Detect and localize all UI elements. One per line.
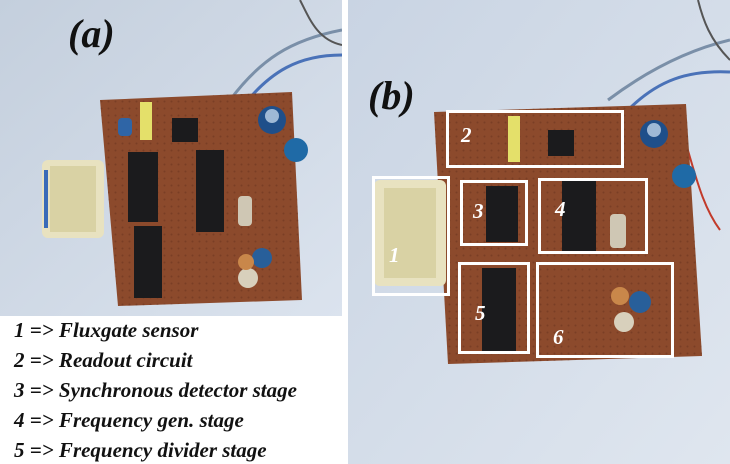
- region-box-6: 6: [536, 262, 674, 358]
- region-box-3: 3: [460, 180, 528, 246]
- panel-b-label: (b): [368, 73, 415, 118]
- region-number-5: 5: [475, 301, 486, 325]
- legend-item-3: 3 => Synchronous detector stage: [14, 378, 297, 402]
- region-box-5: 5: [458, 262, 530, 354]
- region-box-4: 4: [538, 178, 648, 254]
- region-box-1: 1: [372, 176, 450, 296]
- legend-item-4: 4 => Frequency gen. stage: [14, 408, 244, 432]
- board-photo-a: [0, 0, 342, 316]
- region-number-3: 3: [473, 199, 484, 223]
- legend-item-2: 2 => Readout circuit: [14, 348, 193, 372]
- region-number-6: 6: [553, 325, 564, 349]
- region-number-1: 1: [389, 243, 400, 267]
- legend-item-1: 1 => Fluxgate sensor: [14, 318, 199, 342]
- panel-a-label: (a): [68, 11, 115, 56]
- region-number-4: 4: [555, 197, 566, 221]
- photo-panel-a: (a): [0, 0, 342, 316]
- region-number-2: 2: [461, 123, 472, 147]
- board-photo-b: [348, 0, 730, 464]
- photo-panel-b: (b) 1 2 3 4 5 6: [348, 0, 730, 464]
- legend: 1 => Fluxgate sensor 2 => Readout circui…: [6, 316, 348, 464]
- region-box-2: 2: [446, 110, 624, 168]
- legend-item-5: 5 => Frequency divider stage: [14, 438, 267, 462]
